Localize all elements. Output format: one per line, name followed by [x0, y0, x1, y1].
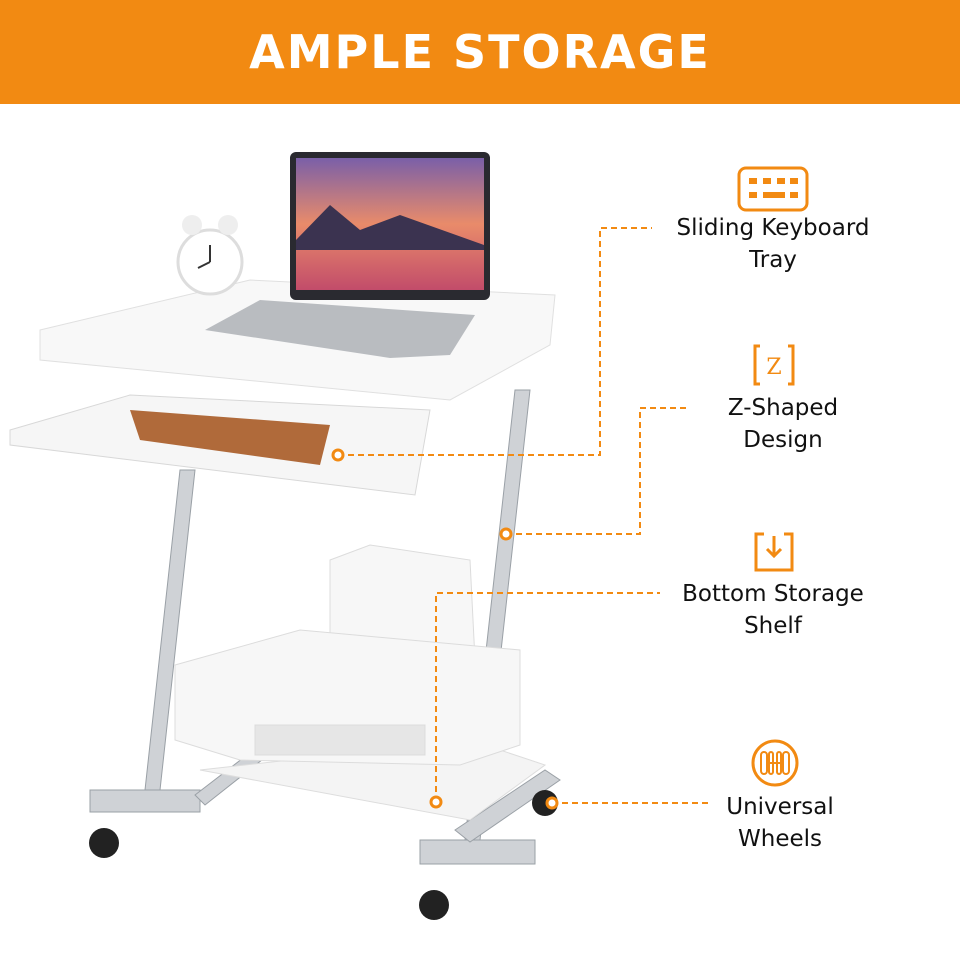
- feature-line1: Sliding Keyboard: [676, 215, 870, 241]
- feature-sliding-keyboard-tray: Sliding Keyboard Tray: [643, 212, 903, 276]
- left-foot: [89, 789, 201, 813]
- feature-line1: Z-Shaped: [727, 395, 839, 421]
- feature-line2: Wheels: [738, 826, 822, 852]
- wheels: [89, 790, 558, 920]
- callout-lines: [338, 227, 712, 804]
- feature-bottom-storage-shelf: Bottom Storage Shelf: [643, 578, 903, 642]
- feature-line1: Bottom Storage: [682, 581, 864, 607]
- feature-universal-wheels: Universal Wheels: [650, 791, 910, 855]
- notebook: [130, 410, 330, 465]
- feature-line2: Tray: [749, 247, 797, 273]
- callout-dots: [331, 448, 559, 810]
- feature-line2: Design: [743, 427, 823, 453]
- feature-z-shaped-design: Z-Shaped Design: [653, 392, 913, 456]
- alarm-clock: [176, 215, 244, 296]
- svg-text:Z: Z: [766, 355, 781, 380]
- z-shape-icon: Z: [753, 344, 795, 386]
- printer: [174, 544, 521, 766]
- header-banner: AMPLE STORAGE: [0, 0, 960, 104]
- feature-line1: Universal: [726, 794, 834, 820]
- banner-title: AMPLE STORAGE: [249, 25, 711, 79]
- keyboard-icon: [737, 166, 809, 212]
- feature-line2: Shelf: [744, 613, 802, 639]
- right-foot: [419, 839, 536, 865]
- laptop: [205, 152, 490, 358]
- download-tray-icon: [754, 532, 794, 572]
- wheel-icon: [751, 739, 799, 787]
